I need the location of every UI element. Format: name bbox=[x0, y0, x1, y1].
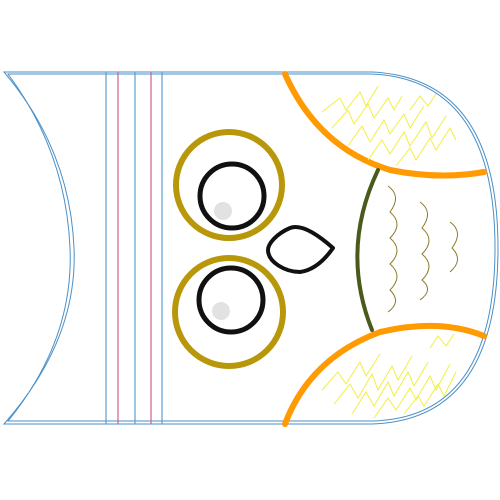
top-eye-ring bbox=[173, 129, 285, 241]
upper-wing-zigzags bbox=[321, 85, 457, 167]
belly-line bbox=[355, 168, 380, 332]
lower-wing bbox=[282, 322, 487, 427]
top-eye bbox=[173, 129, 285, 241]
top-eye-pupil bbox=[197, 161, 267, 231]
bottom-eye-highlight bbox=[212, 302, 230, 320]
bottom-eye-ring bbox=[172, 255, 286, 369]
belly-scallops bbox=[387, 185, 458, 313]
bottom-eye bbox=[172, 255, 286, 369]
beak bbox=[266, 225, 335, 274]
bottom-eye-pupil bbox=[196, 265, 266, 335]
vertical-stripes bbox=[105, 72, 163, 424]
body-outline bbox=[2, 71, 499, 425]
top-eye-highlight bbox=[214, 202, 232, 220]
lower-wing-zigzags bbox=[321, 333, 457, 419]
upper-wing bbox=[282, 71, 487, 179]
